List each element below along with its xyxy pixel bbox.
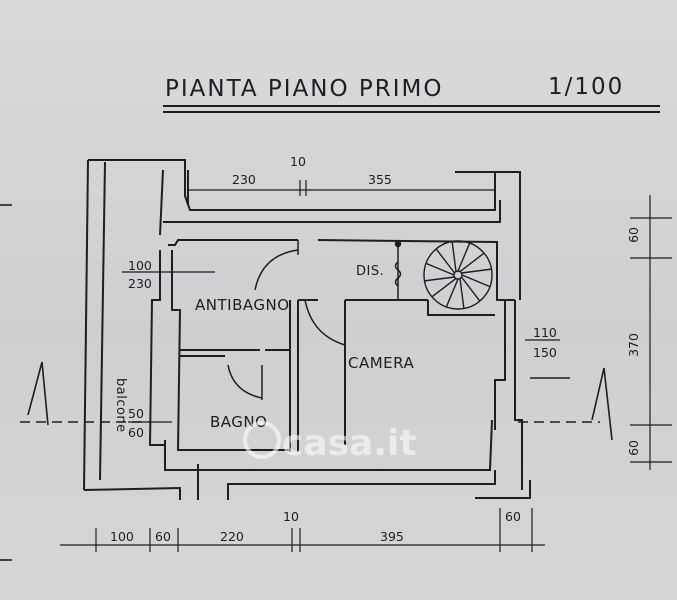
stair-tread bbox=[435, 248, 456, 274]
stair-tread bbox=[451, 241, 457, 272]
dim-top-right: 355 bbox=[368, 172, 392, 187]
stair-tread bbox=[457, 242, 471, 272]
dis-dot bbox=[394, 240, 402, 248]
room-label-balcone: balcone bbox=[113, 378, 128, 433]
dim-bottom-4: 10 bbox=[283, 509, 299, 524]
wall-right bbox=[494, 300, 506, 430]
walls bbox=[83, 159, 531, 500]
dim-left-upper2: 230 bbox=[128, 276, 152, 291]
section-marker-right bbox=[591, 367, 613, 441]
balcony-rail-left bbox=[99, 161, 106, 481]
outer-wall-top bbox=[88, 159, 521, 300]
balcony-edge bbox=[83, 159, 89, 491]
watermark-logo-icon bbox=[243, 421, 281, 459]
section-markers bbox=[0, 204, 613, 561]
dim-right-inner-2: 150 bbox=[533, 345, 557, 360]
stair-tread bbox=[459, 252, 485, 273]
stair-landing bbox=[427, 300, 495, 316]
inner-top-line bbox=[163, 200, 501, 223]
stair-tread bbox=[461, 274, 491, 288]
stair-tread bbox=[460, 276, 481, 302]
stair-tread bbox=[445, 278, 459, 308]
outer-wall-bottom bbox=[227, 470, 496, 500]
stair-treads bbox=[424, 241, 492, 309]
dis-coil bbox=[394, 261, 402, 287]
stair-core bbox=[453, 270, 463, 280]
outer-wall-bottom-left bbox=[83, 486, 181, 500]
dimension-lines bbox=[60, 180, 672, 552]
dim-bottom-1: 100 bbox=[110, 529, 134, 544]
dim-bottom-5: 395 bbox=[380, 529, 404, 544]
spiral-staircase bbox=[423, 240, 493, 310]
doors bbox=[227, 240, 346, 400]
room-label-dis: DIS. bbox=[356, 264, 384, 279]
dim-right-bottom: 60 bbox=[626, 440, 641, 456]
stair-tread bbox=[424, 276, 455, 282]
dim-left-upper: 100 bbox=[128, 258, 152, 273]
room-label-camera: CAMERA bbox=[348, 354, 414, 372]
dim-right-top: 60 bbox=[626, 227, 641, 243]
door-swing-bagno bbox=[227, 364, 263, 399]
stair-circle bbox=[423, 240, 493, 310]
dim-left-lower2: 60 bbox=[128, 425, 144, 440]
dim-bottom-2: 60 bbox=[155, 529, 171, 544]
inner-wall-top-left bbox=[168, 239, 298, 246]
door-swing-camera bbox=[304, 299, 346, 346]
watermark-text: casa.it bbox=[282, 423, 417, 464]
wall-stub-left bbox=[159, 169, 164, 236]
outer-wall-right bbox=[514, 300, 523, 490]
plan-title: PIANTA PIANO PRIMO bbox=[165, 76, 444, 102]
dim-right-mid: 370 bbox=[626, 333, 641, 357]
inner-wall-bottom bbox=[164, 419, 493, 471]
dis-symbol bbox=[394, 240, 402, 300]
dim-bottom-3: 220 bbox=[220, 529, 244, 544]
stair-tread bbox=[461, 268, 492, 274]
plan-scale: 1/100 bbox=[548, 74, 624, 100]
dim-top-left: 230 bbox=[232, 172, 256, 187]
stair-tread bbox=[431, 277, 457, 298]
dim-top-mid: 10 bbox=[290, 154, 306, 169]
inner-wall-left bbox=[148, 250, 165, 446]
room-label-antibagno: ANTIBAGNO bbox=[195, 296, 290, 314]
watermark: casa.it bbox=[243, 421, 417, 464]
inner-wall-left-2 bbox=[171, 250, 290, 451]
door-swing-antibagno bbox=[254, 249, 299, 291]
section-marker-left bbox=[27, 361, 49, 426]
dim-bottom-6: 60 bbox=[505, 509, 521, 524]
dim-right-inner-1: 110 bbox=[533, 325, 557, 340]
stair-tread bbox=[459, 278, 465, 309]
outer-wall-bottom-right bbox=[475, 480, 531, 499]
stair-tread bbox=[425, 262, 455, 276]
dim-left-lower: 50 bbox=[128, 406, 144, 421]
